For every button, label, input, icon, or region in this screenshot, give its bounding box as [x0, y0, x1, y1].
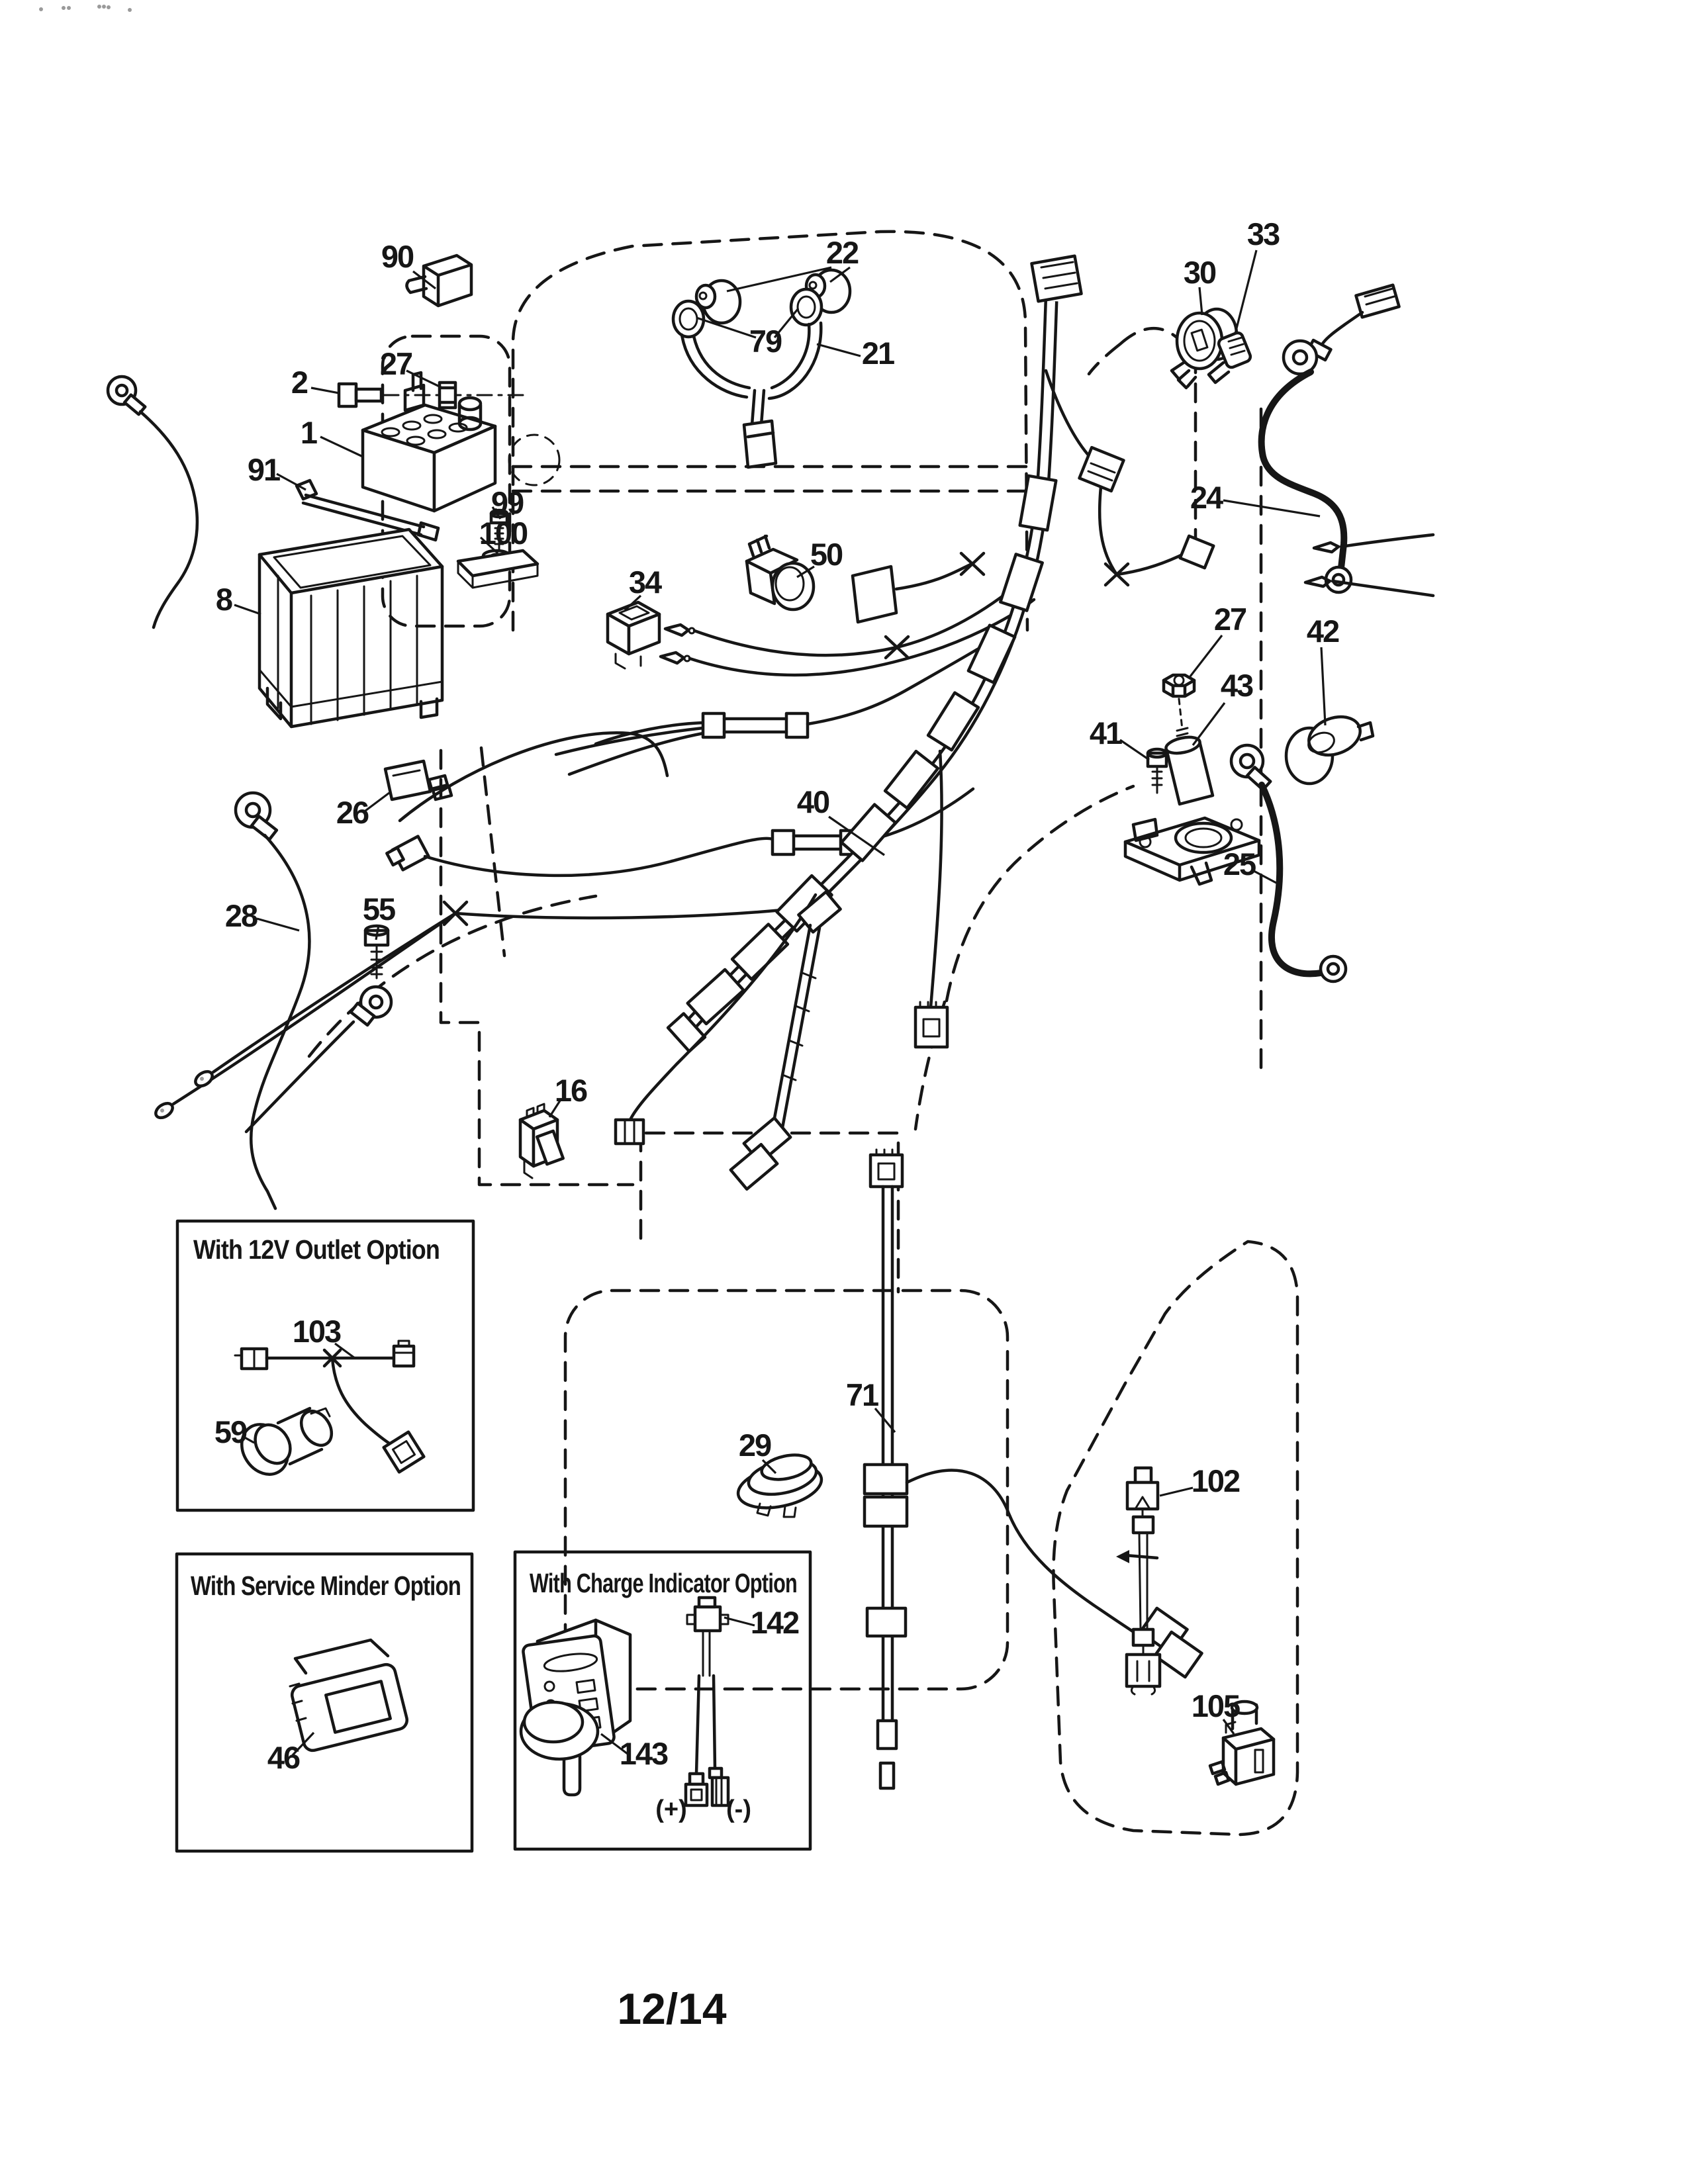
wire-splice-left-lugs — [154, 900, 804, 1120]
callout-42: 42 — [1307, 614, 1339, 649]
callout-16: 16 — [555, 1073, 587, 1108]
callout-99: 99 — [491, 485, 524, 520]
callout-41: 41 — [1090, 715, 1122, 751]
callout-102: 102 — [1192, 1463, 1240, 1498]
part-battery-clamp-90 — [405, 253, 473, 308]
part-ground-wire-28 — [234, 791, 311, 1210]
callout-24: 24 — [1190, 480, 1223, 515]
terminal-minus-label: (-) — [726, 1796, 751, 1823]
callout-29: 29 — [739, 1428, 771, 1463]
part-bolt-41 — [1146, 747, 1168, 794]
callout-34: 34 — [629, 565, 662, 600]
callout-71: 71 — [846, 1377, 878, 1412]
part-12v-outlet-59 — [240, 1406, 334, 1476]
part-cap-29 — [736, 1453, 823, 1518]
part-nut-27b — [1162, 673, 1196, 731]
part-ground-cable-24 — [1258, 283, 1401, 594]
part-charge-wire-142 — [684, 1596, 730, 1807]
callout-91: 91 — [248, 452, 280, 487]
part-headlight-bulbs-22 — [694, 268, 852, 325]
wire-spade-terminals-right — [1303, 533, 1435, 598]
dash-console-outline — [1087, 326, 1197, 553]
callout-142: 142 — [751, 1605, 799, 1640]
page-number: 12/14 — [617, 1984, 726, 2033]
part-bulb-sockets-79 — [671, 287, 823, 339]
callout-79: 79 — [749, 324, 782, 359]
part-ground-cable-25 — [1229, 743, 1348, 983]
part-battery-1 — [361, 371, 497, 513]
part-pad-card — [851, 562, 974, 624]
part-connector-16 — [518, 1103, 565, 1179]
part-switch-105 — [1208, 1700, 1276, 1786]
hood-outline — [511, 230, 1029, 632]
part-solenoid-43 — [1123, 727, 1261, 886]
callout-40: 40 — [797, 784, 829, 819]
callout-100: 100 — [479, 516, 528, 551]
callout-leader-lines — [234, 250, 1327, 1756]
part-key-33 — [1207, 331, 1252, 385]
callout-21: 21 — [862, 336, 894, 371]
option-box-service-minder-title: With Service Minder Option — [191, 1570, 461, 1601]
scan-noise-dots — [39, 5, 132, 12]
option-box-service-minder: With Service Minder Option — [175, 1552, 474, 1853]
callout-26: 26 — [336, 795, 369, 830]
callout-59: 59 — [214, 1414, 247, 1449]
option-box-charge-indicator: With Charge Indicator Option — [513, 1550, 812, 1851]
callout-27a: 27 — [380, 346, 412, 381]
fender-outline — [307, 784, 1135, 1131]
part-main-harness-40 — [666, 254, 1083, 1053]
callout-1: 1 — [301, 415, 317, 450]
part-switch-50 — [745, 534, 816, 612]
callout-105: 105 — [1192, 1688, 1240, 1723]
part-outlet-harness-103 — [234, 1340, 426, 1474]
wire-ring-terminal-left — [106, 375, 199, 629]
callout-labels: 90 2 27 1 91 99 100 8 22 79 21 30 33 24 … — [214, 216, 1340, 1775]
callout-25: 25 — [1223, 846, 1256, 882]
callout-90: 90 — [381, 239, 414, 274]
part-bolt-2 — [337, 382, 531, 408]
callout-143: 143 — [620, 1736, 668, 1771]
callout-28: 28 — [225, 898, 258, 933]
callout-22: 22 — [826, 235, 859, 270]
steering-hub-outline — [508, 433, 561, 486]
terminal-plus-label: (+) — [655, 1796, 687, 1823]
part-washer-100 — [456, 549, 539, 589]
part-nut-27a — [438, 381, 457, 410]
callout-46: 46 — [267, 1740, 300, 1775]
callout-27b: 27 — [1214, 602, 1246, 637]
harness-upper-branches — [1044, 369, 1215, 576]
part-service-minder-46 — [289, 1638, 408, 1752]
part-boot-42 — [1284, 715, 1375, 786]
part-interlock-switch-34 — [606, 600, 661, 670]
part-battery-box-8 — [258, 527, 444, 729]
callout-33: 33 — [1247, 216, 1280, 251]
part-extension-wire-102 — [1116, 1466, 1162, 1696]
callout-103: 103 — [293, 1314, 341, 1349]
option-box-12v-outlet-title: With 12V Outlet Option — [193, 1234, 440, 1265]
frame-rail-outline — [439, 746, 900, 1294]
callout-55: 55 — [363, 891, 395, 927]
part-seat-harness-71 — [863, 1148, 1203, 1790]
part-charge-indicator-143 — [519, 1618, 632, 1797]
callout-8: 8 — [216, 582, 232, 617]
callout-30: 30 — [1184, 255, 1216, 290]
hood-bottom-lines — [511, 465, 1029, 493]
option-box-charge-indicator-title: With Charge Indicator Option — [530, 1568, 797, 1598]
option-box-12v-outlet: With 12V Outlet Option — [175, 1219, 475, 1512]
callout-50: 50 — [810, 537, 843, 572]
callout-43: 43 — [1221, 668, 1253, 703]
rear-frame-outline — [563, 1289, 1009, 1691]
callout-2: 2 — [291, 365, 308, 400]
part-screw-55-with-terminal — [244, 924, 393, 1134]
harness-lower-branches — [614, 749, 949, 1191]
part-fuse-26 — [383, 759, 453, 801]
part-headlight-harness-21 — [680, 321, 823, 469]
